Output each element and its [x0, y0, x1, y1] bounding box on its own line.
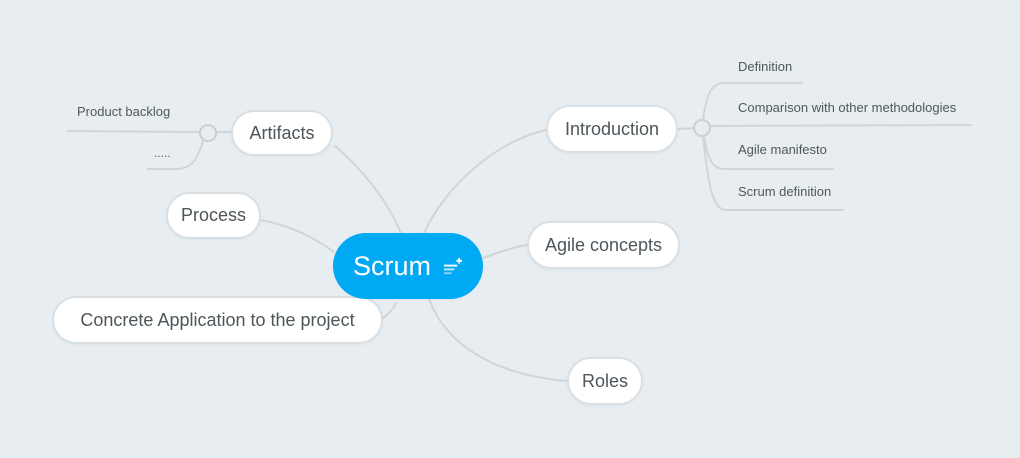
link-scrum-process — [259, 219, 335, 253]
leaf-dots[interactable]: ..... — [154, 146, 171, 160]
node-artifacts[interactable]: Artifacts — [231, 110, 333, 156]
leaf-product-backlog[interactable]: Product backlog — [77, 104, 171, 119]
leaf-definition[interactable]: Definition — [738, 59, 793, 74]
underline-definition — [702, 82, 803, 121]
link-scrum-concrete — [382, 302, 397, 319]
node-introduction[interactable]: Introduction — [546, 105, 678, 153]
leaf-scrum-definition[interactable]: Scrum definition — [738, 184, 832, 199]
link-scrum-roles — [428, 298, 568, 382]
collapse-toggle-introduction[interactable] — [693, 119, 711, 137]
leaf-agile-manifesto[interactable]: Agile manifesto — [738, 142, 827, 157]
leaf-comparison-with-other-methodologies[interactable]: Comparison with other methodologies — [738, 100, 957, 115]
node-label: Roles — [581, 370, 629, 391]
underline-product-backlog — [67, 130, 202, 133]
node-roles[interactable]: Roles — [567, 357, 643, 405]
link-scrum-artifacts — [334, 145, 402, 234]
link-introduction-toggle — [677, 127, 695, 130]
link-scrum-agile-concepts — [482, 244, 528, 259]
underline-dots — [147, 140, 204, 170]
underline-scrum-definition — [702, 135, 844, 211]
node-label: Agile concepts — [544, 234, 663, 255]
node-process[interactable]: Process — [166, 192, 261, 239]
node-concrete-application[interactable]: Concrete Application to the project — [52, 296, 383, 344]
collapse-toggle-artifacts[interactable] — [199, 124, 217, 142]
link-scrum-introduction — [423, 129, 547, 234]
node-scrum-root[interactable]: Scrum — [333, 233, 483, 299]
underline-comparison — [709, 124, 972, 127]
node-label: Concrete Application to the project — [80, 309, 355, 330]
underline-agile-manifesto — [703, 135, 834, 170]
add-notes-icon — [442, 257, 463, 278]
node-agile-concepts[interactable]: Agile concepts — [527, 221, 680, 269]
root-label: Scrum — [352, 250, 431, 281]
node-label: Artifacts — [249, 122, 315, 143]
node-label: Introduction — [564, 118, 660, 139]
node-label: Process — [180, 205, 247, 225]
